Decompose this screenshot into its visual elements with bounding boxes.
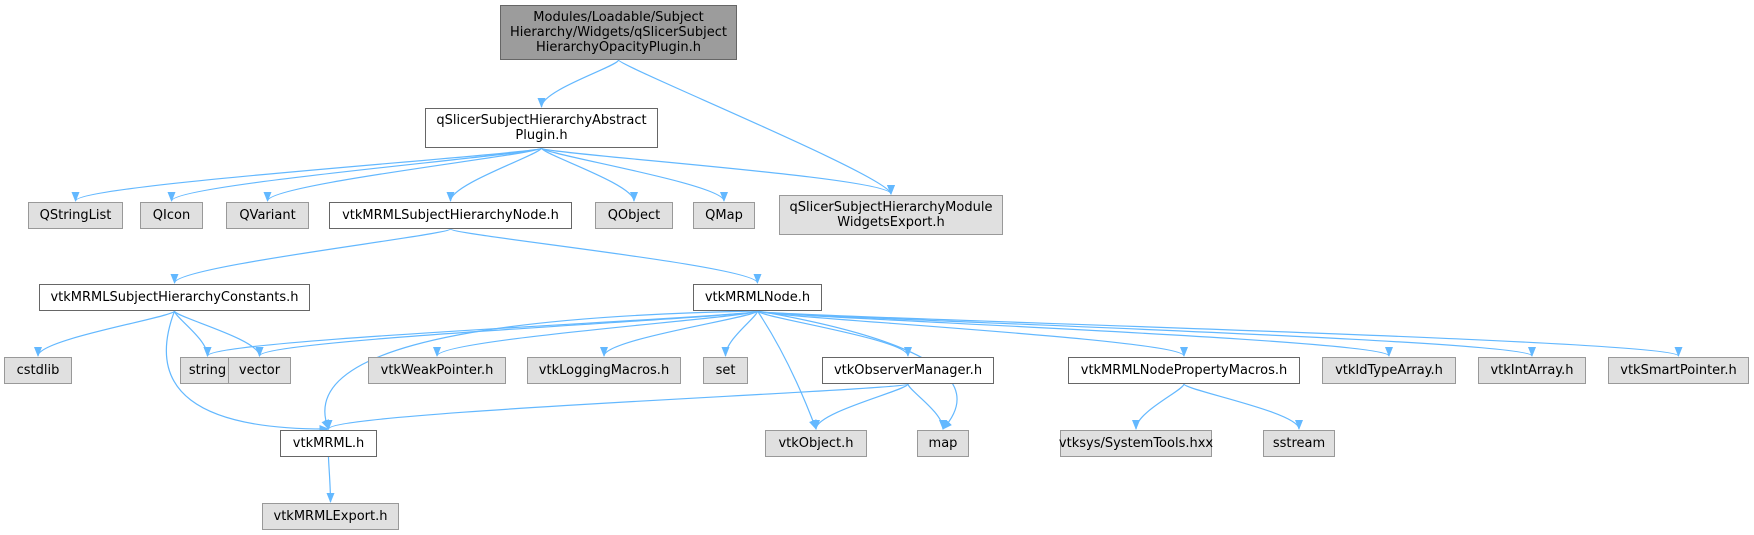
node-vtkweakpointer: vtkWeakPointer.h xyxy=(368,357,506,384)
edge-constants-to-mrml xyxy=(165,310,330,434)
node-vtkmrmlexport: vtkMRMLExport.h xyxy=(262,503,399,530)
node-set: set xyxy=(703,357,748,384)
edge-constants-to-cstdlib xyxy=(34,310,176,357)
node-vtkobservermanager[interactable]: vtkObserverManager.h xyxy=(822,357,994,384)
node-sstream: sstream xyxy=(1263,430,1335,457)
node-qobject: QObject xyxy=(595,202,673,229)
edge-constants-to-string xyxy=(173,310,212,357)
edge-abstract-to-qstringlist xyxy=(71,147,543,202)
node-vtkmrmlnode[interactable]: vtkMRMLNode.h xyxy=(693,284,822,311)
edge-abstract-to-qobject xyxy=(540,147,638,202)
node-qvariant: QVariant xyxy=(226,202,309,229)
edge-shnode-to-mrmlnode xyxy=(449,228,762,284)
edge-constants-to-vector xyxy=(173,310,264,357)
node-vtkloggingmacros: vtkLoggingMacros.h xyxy=(527,357,681,384)
node-qicon: QIcon xyxy=(140,202,203,229)
edge-root-to-abstract xyxy=(537,59,620,108)
node-vtkmrmlsubjecthierarchyconstants[interactable]: vtkMRMLSubjectHierarchyConstants.h xyxy=(39,284,310,311)
node-vtkmrmlsubjecthierarchynode[interactable]: vtkMRMLSubjectHierarchyNode.h xyxy=(329,202,572,229)
edge-abstract-to-qvariant xyxy=(263,147,543,202)
edge-root-to-export xyxy=(617,59,895,195)
node-vtkmrmlnodepropertymacros[interactable]: vtkMRMLNodePropertyMacros.h xyxy=(1068,357,1300,384)
edge-mrmlnode-to-propmacros xyxy=(756,310,1188,357)
edge-mrmlnode-to-string xyxy=(203,310,759,357)
edge-mrmlnode-to-vector xyxy=(255,310,759,357)
node-qstringlist: QStringList xyxy=(28,202,123,229)
edge-abstract-to-export xyxy=(540,147,895,195)
edge-mrmlnode-to-vtkobject xyxy=(756,310,817,430)
edge-abstract-to-qicon xyxy=(167,147,543,202)
edge-mrmlnode-to-logging xyxy=(600,310,759,357)
edge-observer-to-vtkobject xyxy=(812,383,909,430)
node-vtksys-systemtools: vtksys/SystemTools.hxx xyxy=(1059,430,1213,457)
node-vtksmartpointer: vtkSmartPointer.h xyxy=(1608,357,1749,384)
edge-mrmlnode-to-mrml xyxy=(321,310,758,430)
node-cstdlib: cstdlib xyxy=(4,357,72,384)
node-string: string xyxy=(180,357,235,384)
node-map: map xyxy=(917,430,969,457)
node-qmap: QMap xyxy=(693,202,755,229)
edge-abstract-to-shnode xyxy=(446,147,543,202)
edge-mrmlnode-to-smartptr xyxy=(756,310,1683,357)
node-vtkintarray: vtkIntArray.h xyxy=(1478,357,1586,384)
node-vtkobject: vtkObject.h xyxy=(765,430,867,457)
edge-mrml-to-mrmlexport xyxy=(326,456,335,503)
edge-abstract-to-qmap xyxy=(540,147,728,202)
edge-mrmlnode-to-observer xyxy=(756,310,912,357)
node-qslicersubjecthierarchymodulewidgetsexport: qSlicerSubjectHierarchyModule WidgetsExp… xyxy=(779,195,1003,235)
edge-observer-to-map xyxy=(907,383,947,430)
node-qslicersubjecthierarchyabstractplugin[interactable]: qSlicerSubjectHierarchyAbstract Plugin.h xyxy=(425,108,658,148)
node-root-qslicersubjecthierarchyopacityplugin: Modules/Loadable/Subject Hierarchy/Widge… xyxy=(500,5,737,60)
edge-propmacros-to-sstream xyxy=(1183,383,1303,430)
node-vector: vector xyxy=(228,357,291,384)
node-vtkidtypearray: vtkIdTypeArray.h xyxy=(1322,357,1456,384)
edge-mrmlnode-to-weakptr xyxy=(433,310,759,357)
node-vtkmrml[interactable]: vtkMRML.h xyxy=(280,430,377,457)
edge-mrmlnode-to-set xyxy=(721,310,759,357)
edge-shnode-to-constants xyxy=(170,228,452,284)
edge-observer-to-mrml xyxy=(324,383,909,430)
edge-propmacros-to-systools xyxy=(1132,383,1185,430)
